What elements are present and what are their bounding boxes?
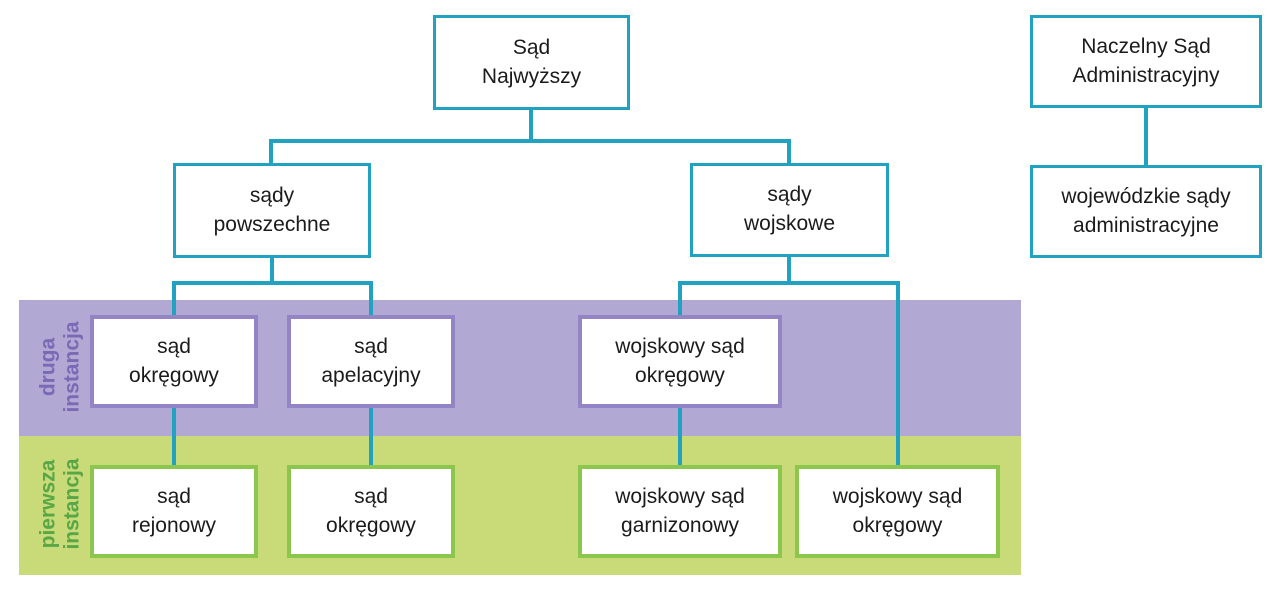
node-label: Sąd Najwyższy — [482, 34, 581, 92]
connector-wojskowe-crossbar — [678, 281, 900, 285]
connector-wojskowy-okregowy-pierwsza-drop — [896, 281, 900, 468]
band-label-druga-instancja: druga instancja — [36, 321, 83, 412]
node-wojewodzkie-sady-administracyjne: wojewódzkie sądy administracyjne — [1030, 165, 1262, 258]
node-label-line: garnizonowy — [621, 513, 739, 537]
connector-najwyzszy-stem — [529, 108, 533, 143]
node-label: sądy powszechne — [214, 182, 331, 240]
node-label-line: wojskowe — [743, 212, 836, 235]
band-label-pierwsza-instancja: pierwsza instancja — [36, 458, 83, 549]
band-label-line: instancja — [60, 321, 83, 413]
node-label: sąd rejonowy — [132, 483, 216, 541]
node-label-line: wojewódzkie sądy — [1061, 184, 1231, 208]
node-sady-wojskowe: sądy wojskowe — [690, 163, 889, 257]
node-label-line: wojskowy sąd — [615, 334, 745, 358]
node-naczelny-sad-administracyjny: Naczelny Sąd Administracyjny — [1030, 15, 1262, 108]
node-label-line: Naczelny Sąd — [1081, 34, 1211, 58]
connector-wojskowe-drop — [787, 139, 791, 167]
node-sad-najwyzszy: Sąd Najwyższy — [433, 15, 630, 110]
node-wojskowy-sad-okregowy-pierwsza-instancja: wojskowy sąd okręgowy — [795, 465, 1000, 558]
band-label-line: druga — [36, 337, 60, 397]
node-label-line: okręgowy — [129, 363, 219, 387]
node-wojskowy-sad-okregowy-druga-instancja: wojskowy sąd okręgowy — [578, 315, 782, 408]
connector-wojskowe-stem — [787, 255, 791, 285]
node-label: wojskowy sąd garnizonowy — [615, 483, 745, 541]
band-label-line: instancja — [60, 458, 83, 550]
node-label-line: sąd — [157, 334, 191, 358]
node-label-line: okręgowy — [852, 513, 943, 537]
node-label: wojskowy sąd okręgowy — [833, 483, 963, 541]
node-sady-powszechne: sądy powszechne — [173, 163, 371, 258]
node-label: wojskowy sąd okręgowy — [615, 333, 745, 391]
node-label-line: administracyjne — [1073, 213, 1219, 237]
node-label-line: apelacyjny — [321, 363, 421, 387]
node-label-line: wojskowy sąd — [615, 484, 745, 508]
connector-powszechne-stem — [270, 256, 274, 285]
node-label: wojewódzkie sądy administracyjne — [1061, 183, 1230, 241]
node-sad-okregowy-pierwsza-instancja: sąd okręgowy — [287, 465, 455, 558]
node-label: sądy wojskowe — [744, 181, 835, 239]
node-label-line: Administracyjny — [1072, 63, 1220, 87]
node-sad-okregowy-druga-instancja: sąd okręgowy — [90, 315, 258, 408]
connector-powszechne-crossbar — [172, 281, 373, 285]
node-label-line: sąd — [354, 484, 388, 508]
node-label-line: powszechne — [213, 212, 331, 236]
node-label-line: Najwyższy — [481, 64, 582, 88]
node-label-line: sąd — [157, 484, 191, 508]
node-sad-apelacyjny: sąd apelacyjny — [287, 315, 455, 408]
node-label-line: sądy — [767, 183, 812, 207]
node-label: sąd okręgowy — [129, 333, 219, 391]
node-label: sąd okręgowy — [326, 483, 416, 541]
node-label-line: wojskowy sąd — [832, 484, 963, 508]
node-label-line: sąd — [354, 334, 388, 358]
node-label-line: rejonowy — [131, 513, 217, 537]
connector-powszechne-drop — [269, 139, 273, 167]
node-sad-rejonowy: sąd rejonowy — [90, 465, 258, 558]
node-label-line: okręgowy — [635, 363, 725, 387]
node-label-line: okręgowy — [326, 513, 416, 537]
connector-naczelny-stem — [1144, 106, 1148, 168]
node-label-line: Sąd — [512, 35, 551, 59]
node-label: sąd apelacyjny — [321, 333, 420, 391]
node-label: Naczelny Sąd Administracyjny — [1072, 33, 1219, 91]
connector-level2-crossbar — [269, 139, 791, 143]
node-wojskowy-sad-garnizonowy: wojskowy sąd garnizonowy — [578, 465, 782, 558]
node-label-line: sądy — [249, 183, 295, 207]
band-label-line: pierwsza — [36, 459, 60, 549]
